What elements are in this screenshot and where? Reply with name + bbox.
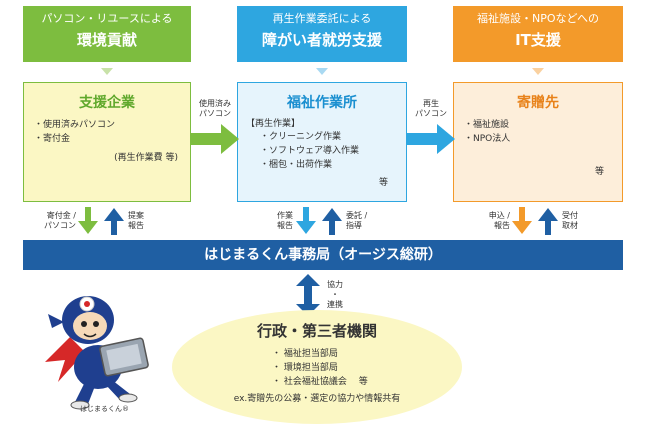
secretariat-bar: はじまるくん事務局（オージス総研） <box>23 240 623 270</box>
header-environment-line2: 環境貢献 <box>76 31 137 49</box>
label-application-report: 申込 / 報告 <box>470 211 510 231</box>
header-it-support-line2: IT支援 <box>515 31 561 49</box>
box-support-company: 支援企業 ・使用済みパソコン ・寄付金 (再生作業費 等) <box>23 82 191 202</box>
label-work-report: 作業 報告 <box>253 211 293 231</box>
box-support-company-title: 支援企業 <box>79 95 135 111</box>
arrow-label-line: 報告 <box>494 221 510 230</box>
header-employment-line1: 再生作業委託による <box>272 12 372 25</box>
arrow-label-line: 受付 <box>562 211 578 220</box>
list-item: ・梱包・出荷作業 <box>260 160 333 170</box>
admin-ellipse: 行政・第三者機関 ・ 福祉担当部局 ・ 環境担当部局 ・ 社会福祉協議会 等 e… <box>172 310 462 424</box>
box-welfare-workshop-subtitle: 【再生作業】 <box>246 119 301 129</box>
right-arrow-blue-icon <box>407 124 455 154</box>
admin-title: 行政・第三者機関 <box>256 322 377 340</box>
down-arrow-green-icon <box>78 207 98 234</box>
arrow-label-line: 委託 / <box>346 211 368 220</box>
double-arrow-icon <box>296 274 320 316</box>
right-arrow-green-icon <box>191 124 239 154</box>
coop-label-line: 協力 <box>327 280 343 289</box>
arrow-label-line: 再生 <box>423 99 439 108</box>
list-item: ・ 社会福祉協議会 等 <box>272 377 368 387</box>
arrow-label-line: パソコン <box>415 109 447 118</box>
coop-label-line: ・ <box>331 290 339 299</box>
arrow-label-line: 作業 <box>277 211 293 220</box>
header-it-support-down-arrow-icon <box>532 68 544 75</box>
up-arrow-navy-icon <box>104 208 124 235</box>
header-environment: パソコン・リユースによる 環境貢献 <box>23 6 191 62</box>
mascot-caption: はじまるくん® <box>80 405 129 413</box>
header-it-support-line1: 福祉施設・NPOなどへの <box>477 12 599 25</box>
down-arrow-blue-icon <box>296 207 316 234</box>
coop-label-line: 連携 <box>327 300 343 309</box>
arrow-label-line: 報告 <box>128 221 144 230</box>
admin-footer: ex.寄贈先の公募・選定の協力や情報共有 <box>233 394 401 404</box>
arrow-label-line: パソコン <box>199 109 231 118</box>
up-arrow-navy-icon <box>322 208 342 235</box>
list-item: ・福祉施設 <box>464 120 510 130</box>
down-arrow-orange-icon <box>512 207 532 234</box>
header-employment-down-arrow-icon <box>316 68 328 75</box>
box-donation-recipient: 寄贈先 ・福祉施設 ・NPO法人 等 <box>453 82 623 202</box>
arrow-label-line: 申込 / <box>488 211 510 220</box>
box-support-company-note: (再生作業費 等) <box>114 153 178 163</box>
arrow-label-line: 指導 <box>346 221 362 230</box>
box-welfare-workshop-note: 等 <box>378 178 388 188</box>
arrow-label-line: 使用済み <box>199 99 231 108</box>
label-proposal-report: 提案 報告 <box>128 211 144 231</box>
box-donation-recipient-title: 寄贈先 <box>517 95 559 111</box>
arrow-label-used-pc: 使用済み パソコン <box>193 99 237 119</box>
header-employment: 再生作業委託による 障がい者就労支援 <box>237 6 407 62</box>
box-welfare-workshop: 福祉作業所 【再生作業】 ・クリーニング作業 ・ソフトウェア導入作業 ・梱包・出… <box>237 82 407 202</box>
label-donation-pc: 寄付金 / パソコン <box>32 211 76 231</box>
list-item: ・ 福祉担当部局 <box>272 349 338 359</box>
header-employment-line2: 障がい者就労支援 <box>261 31 382 49</box>
header-environment-down-arrow-icon <box>101 68 113 75</box>
list-item: ・クリーニング作業 <box>260 132 342 142</box>
arrow-label-line: 取材 <box>562 221 578 230</box>
list-item: ・寄付金 <box>34 134 71 144</box>
up-arrow-navy-icon <box>538 208 558 235</box>
mascot-hajimarukun-icon <box>45 296 149 410</box>
arrow-label-recycled-pc: 再生 パソコン <box>409 99 453 119</box>
arrow-label-line: 提案 <box>128 211 144 220</box>
box-donation-recipient-note: 等 <box>594 167 604 177</box>
list-item: ・ 環境担当部局 <box>272 363 338 373</box>
box-welfare-workshop-title: 福祉作業所 <box>287 95 357 111</box>
arrow-label-line: パソコン <box>44 221 76 230</box>
header-it-support: 福祉施設・NPOなどへの IT支援 <box>453 6 623 62</box>
secretariat-bar-label: はじまるくん事務局（オージス総研） <box>204 247 442 263</box>
list-item: ・NPO法人 <box>464 134 511 144</box>
list-item: ・使用済みパソコン <box>34 120 116 130</box>
arrow-label-line: 報告 <box>277 221 293 230</box>
cooperation-label: 協力 ・ 連携 <box>325 280 345 310</box>
label-reception-coverage: 受付 取材 <box>562 211 578 231</box>
header-environment-line1: パソコン・リユースによる <box>41 12 173 25</box>
arrow-label-line: 寄付金 / <box>46 211 76 220</box>
label-commission-guidance: 委託 / 指導 <box>346 211 367 231</box>
list-item: ・ソフトウェア導入作業 <box>260 146 360 156</box>
